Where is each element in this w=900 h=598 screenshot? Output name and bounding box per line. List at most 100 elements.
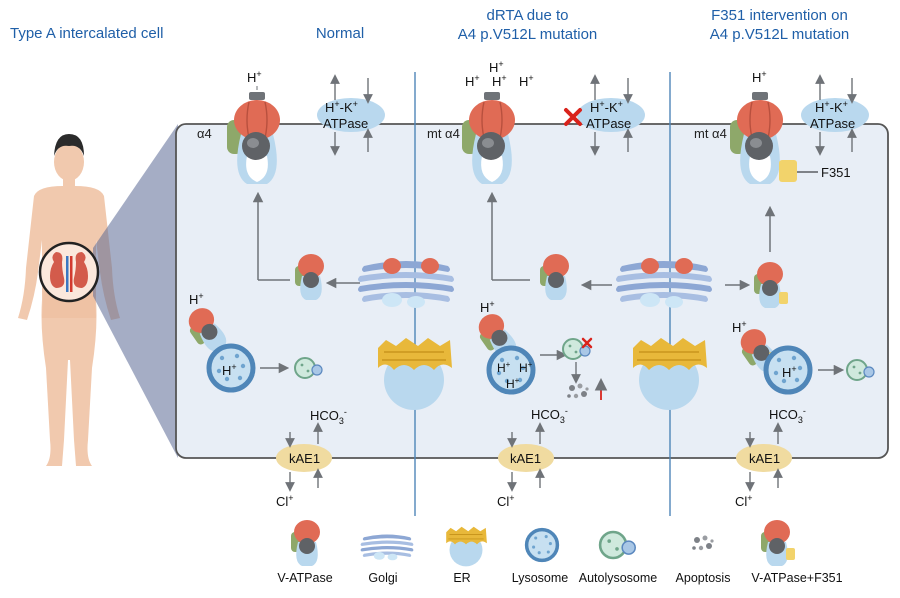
h-drta-3-plus: +: [501, 73, 506, 83]
h-drta-lyso: H: [480, 300, 489, 315]
h-f351-plus: +: [761, 69, 766, 79]
h-plus-lyso: +: [198, 291, 203, 301]
cl-plus: +: [288, 493, 293, 503]
cl-f351: Cl: [735, 494, 747, 509]
column-title-f351-line1: F351 intervention on: [711, 7, 848, 24]
h-drta-in-2-plus: +: [528, 360, 533, 369]
svg-text:H+: H+: [489, 59, 504, 75]
hk-atpase-drta-label: ATPase: [586, 116, 631, 131]
column-f351: F351 mt α4 H+ H+-K+ ATPase H+ H+ kAE1 HC…: [694, 69, 875, 509]
h-drta-1-plus: +: [474, 73, 479, 83]
legend-autolysosome-icon: [598, 530, 637, 560]
legend-label-v-atpase-f351: V-ATPase+F351: [751, 571, 842, 585]
h-label-lyso: H: [189, 292, 198, 307]
h-drta-3: H: [492, 74, 501, 89]
cl-drta-plus: +: [509, 493, 514, 503]
svg-text:H+: H+: [222, 362, 237, 378]
column-drta: mt α4 H+ H+ H+ H+ H+-K+ ATPase H+ H+ H+ …: [427, 59, 712, 509]
svg-text:HCO3-: HCO3-: [531, 406, 568, 425]
svg-text:H+: H+: [519, 360, 533, 375]
svg-text:H+: H+: [497, 360, 511, 375]
legend-label-golgi: Golgi: [368, 571, 397, 585]
hk-atpase-label: ATPase: [323, 116, 368, 131]
h-f351-in: H: [782, 365, 791, 380]
h-drta-4: H: [519, 74, 528, 89]
zoom-cone: [93, 124, 178, 458]
a4-label: α4: [197, 126, 212, 141]
hk-h-plus: +: [334, 99, 339, 109]
hco3-drta: HCO: [531, 407, 560, 422]
svg-text:H+: H+: [506, 376, 520, 391]
legend-label-autolysosome: Autolysosome: [579, 571, 658, 585]
blocked-x-icon: [564, 108, 582, 126]
h-drta-in-3: H: [506, 377, 515, 391]
cell-type-title: Type A intercalated cell: [10, 25, 164, 42]
h-drta-1: H: [465, 74, 474, 89]
h-drta-in-2: H: [519, 361, 528, 375]
svg-text:Cl+: Cl+: [497, 493, 515, 509]
hco3-f351-sub: 3: [798, 415, 803, 425]
h-label: H: [247, 70, 256, 85]
h-plus: +: [256, 69, 261, 79]
cl-label: Cl: [276, 494, 288, 509]
svg-text:Cl+: Cl+: [276, 493, 294, 509]
svg-text:H+-K+: H+-K+: [590, 99, 623, 115]
legend-label-v-atpase: V-ATPase: [277, 571, 332, 585]
hk2-k: -K: [605, 100, 618, 115]
h-drta-in-3-plus: +: [515, 376, 520, 385]
kae1-f351-label: kAE1: [749, 451, 780, 466]
h-f351-lyso: H: [732, 320, 741, 335]
h-drta-in-1: H: [497, 361, 506, 375]
hco3-label: HCO: [310, 408, 339, 423]
legend-label-lysosome: Lysosome: [512, 571, 569, 585]
hk2-h: H: [590, 100, 599, 115]
h-drta-4-plus: +: [528, 73, 533, 83]
cl-f351-plus: +: [747, 493, 752, 503]
column-title-f351-line2: A4 p.V512L mutation: [709, 26, 850, 43]
hco3-drta-sub: 3: [560, 415, 565, 425]
f351-compound-icon: [779, 160, 797, 182]
hco3-sup: -: [344, 407, 347, 417]
svg-text:HCO3-: HCO3-: [769, 406, 806, 425]
svg-text:H+: H+: [480, 299, 495, 315]
svg-text:H+: H+: [519, 73, 534, 89]
svg-text:H+: H+: [247, 69, 262, 85]
legend-apoptosis-icon: [692, 535, 714, 551]
legend-er-icon: [445, 526, 488, 567]
column-normal: α4 H+ H+-K+ ATPase H+ H+ kAE1 HCO3- Cl+: [181, 69, 454, 509]
hk3-h-plus: +: [824, 99, 829, 109]
svg-text:H+: H+: [465, 73, 480, 89]
column-title-drta: dRTA due to A4 p.V512L mutation: [420, 6, 635, 44]
hk-h: H: [325, 100, 334, 115]
svg-text:H+: H+: [492, 73, 507, 89]
svg-text:H+: H+: [752, 69, 767, 85]
mt-a4-f351-label: mt α4: [694, 126, 727, 141]
hco3-drta-sup: -: [565, 406, 568, 416]
autophagy-block-icon: [581, 337, 593, 349]
hk-atpase-f351-label: ATPase: [810, 116, 855, 131]
h-drta-in-1-plus: +: [506, 360, 511, 369]
h-f351-in-plus: +: [791, 364, 796, 374]
h-drta-lyso-plus: +: [489, 299, 494, 309]
kae1-drta-label: kAE1: [510, 451, 541, 466]
hco3-f351-sup: -: [803, 406, 806, 416]
hco3-f351: HCO: [769, 407, 798, 422]
legend-v-atpase-f351-icon: [761, 520, 790, 566]
hk3-k: -K: [830, 100, 843, 115]
hk2-h-plus: +: [599, 99, 604, 109]
legend-label-apoptosis: Apoptosis: [676, 571, 731, 585]
svg-text:H+-K+: H+-K+: [815, 99, 848, 115]
svg-text:H+-K+: H+-K+: [325, 99, 358, 115]
hk3-h: H: [815, 100, 824, 115]
legend-lysosome-icon: [524, 527, 560, 563]
hco3-sub: 3: [339, 416, 344, 426]
h-drta-2-plus: +: [498, 59, 503, 69]
svg-text:H+: H+: [732, 319, 747, 335]
cl-drta: Cl: [497, 494, 509, 509]
legend-golgi-icon: [360, 534, 414, 561]
svg-text:H+: H+: [782, 364, 797, 380]
column-title-normal: Normal: [315, 25, 365, 42]
kidney-icon: [50, 252, 88, 292]
column-title-f351: F351 intervention on A4 p.V512L mutation: [672, 6, 887, 44]
